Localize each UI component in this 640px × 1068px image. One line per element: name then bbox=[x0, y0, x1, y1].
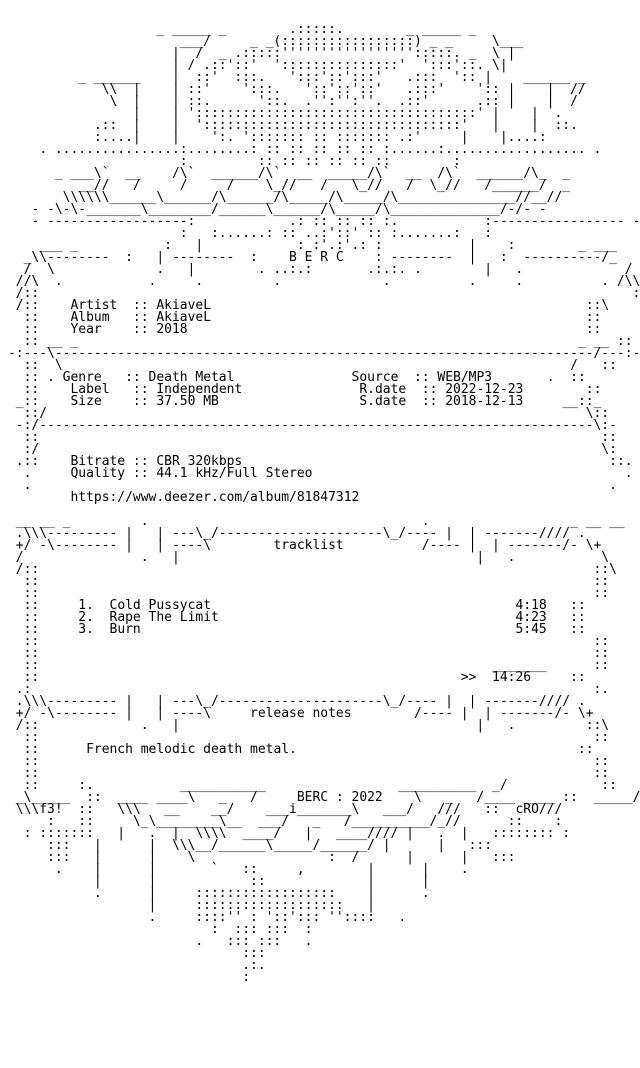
footer-group: BERC bbox=[296, 790, 329, 805]
footer-year: 2022 bbox=[351, 790, 383, 805]
genre-value: Death Metal bbox=[148, 370, 235, 385]
year-label: Year bbox=[70, 322, 102, 337]
footer-right-tag: cRO bbox=[515, 802, 539, 817]
bitrate-value: CBR 320kbps bbox=[156, 454, 243, 469]
release-notes-text: French melodic death metal. bbox=[86, 742, 297, 757]
label-value: Independent bbox=[156, 382, 243, 397]
genre-label: Genre bbox=[62, 370, 102, 385]
track-3-number: 3. bbox=[78, 622, 94, 637]
year-value: 2018 bbox=[156, 322, 188, 337]
label-label: Label bbox=[70, 382, 110, 397]
total-marker: >> bbox=[460, 670, 477, 685]
bitrate-label: Bitrate bbox=[70, 454, 126, 469]
size-value: 37.50 MB bbox=[156, 394, 219, 409]
footer-left-tag: f3! bbox=[39, 802, 63, 817]
album-url-link[interactable]: https://www.deezer.com/album/81847312 bbox=[70, 490, 360, 505]
quality-value: 44.1 kHz/Full Stereo bbox=[156, 466, 313, 481]
track-1-title: Cold Pussycat bbox=[109, 598, 212, 613]
rdate-label: R.date bbox=[359, 382, 407, 397]
tracklist-title: tracklist bbox=[273, 538, 344, 553]
track-1-number: 1. bbox=[78, 598, 94, 613]
album-value: AkiaveL bbox=[156, 310, 212, 325]
total-time: 14:26 bbox=[492, 670, 532, 685]
track-2-number: 2. bbox=[78, 610, 94, 625]
album-label: Album bbox=[70, 310, 110, 325]
source-label: Source bbox=[351, 370, 399, 385]
nfo-document: _ _____ _ .:::::. _ _____ _ ___/ _ _(:::… bbox=[8, 22, 640, 985]
track-3-title: Burn bbox=[109, 622, 141, 637]
artist-value: AkiaveL bbox=[156, 298, 212, 313]
quality-label: Quality bbox=[70, 466, 126, 481]
track-2-title: Rape The Limit bbox=[109, 610, 219, 625]
ascii-art-logo: _ _____ _ .:::::. _ _____ _ ___/ _ _(:::… bbox=[23, 22, 640, 265]
track-3-time: 5:45 bbox=[515, 622, 547, 637]
sdate-label: S.date bbox=[359, 394, 407, 409]
source-value: WEB/MP3 bbox=[437, 370, 493, 385]
group-name: B E R C bbox=[289, 250, 344, 265]
sdate-value: 2018-12-13 bbox=[445, 394, 524, 409]
track-1-time: 4:18 bbox=[515, 598, 547, 613]
release-notes-title: release notes bbox=[250, 706, 352, 721]
track-2-time: 4:23 bbox=[515, 610, 547, 625]
rdate-value: 2022-12-23 bbox=[445, 382, 524, 397]
artist-label: Artist bbox=[70, 298, 118, 313]
size-label: Size bbox=[70, 394, 102, 409]
